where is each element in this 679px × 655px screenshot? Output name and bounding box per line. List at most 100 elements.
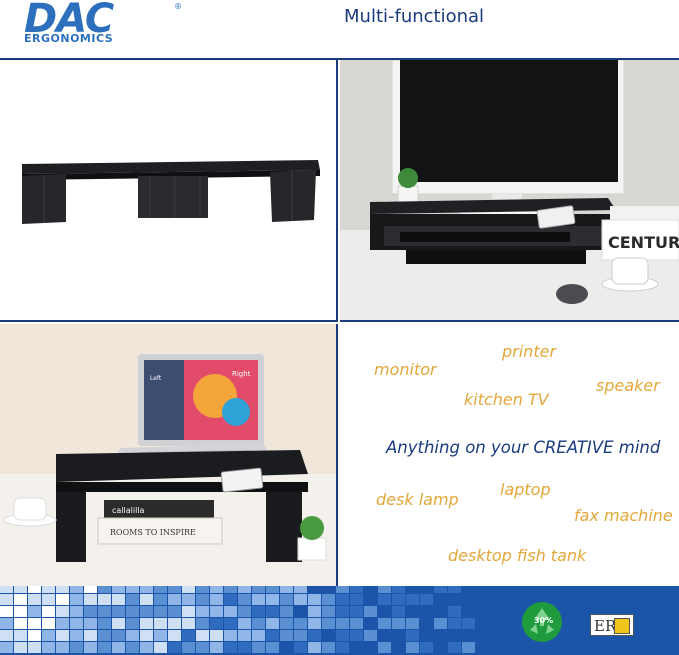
use-item-speaker: speaker: [596, 376, 660, 395]
mosaic-tile: [224, 642, 237, 653]
mosaic-tile: [266, 606, 279, 617]
recycle-percent: 30%: [534, 616, 554, 625]
mosaic-tile: [378, 642, 391, 653]
mosaic-tile: [70, 606, 83, 617]
mosaic-tile: [56, 618, 69, 629]
laptop-left-text: Left: [150, 375, 162, 382]
mosaic-tile: [252, 594, 265, 605]
brand-tagline: ERGONOMICS: [24, 32, 114, 45]
mosaic-tile: [154, 606, 167, 617]
mosaic-tile: [252, 618, 265, 629]
mosaic-tile: [308, 618, 321, 629]
pixel-mosaic-pattern: [0, 586, 475, 653]
mosaic-tile: [154, 618, 167, 629]
mosaic-tile: [126, 586, 139, 593]
laptop-setup-image: Left Right callalilla ROOMS TO INSPIRE: [0, 324, 336, 586]
footer-banner: 30% ERG: [0, 586, 679, 655]
mosaic-tile: [280, 630, 293, 641]
mosaic-tile: [70, 630, 83, 641]
book-spine-text: CENTURY: [608, 233, 679, 252]
mosaic-tile: [210, 630, 223, 641]
brand-logo: DAC ERGONOMICS ®: [24, 0, 184, 50]
checkmark-icon: [614, 618, 630, 634]
mosaic-tile: [462, 642, 475, 653]
mosaic-tile: [280, 606, 293, 617]
mosaic-tile: [112, 594, 125, 605]
mosaic-tile: [378, 586, 391, 593]
mosaic-tile: [322, 642, 335, 653]
mosaic-tile: [434, 586, 447, 593]
mosaic-tile: [28, 630, 41, 641]
mosaic-tile: [168, 594, 181, 605]
mosaic-tile: [350, 618, 363, 629]
mosaic-tile: [196, 594, 209, 605]
mosaic-tile: [168, 606, 181, 617]
mosaic-tile: [28, 606, 41, 617]
mosaic-tile: [42, 606, 55, 617]
mosaic-tile: [336, 586, 349, 593]
mosaic-tile: [294, 586, 307, 593]
mosaic-tile: [140, 642, 153, 653]
mosaic-tile: [112, 630, 125, 641]
mosaic-tile: [42, 618, 55, 629]
mosaic-tile: [266, 594, 279, 605]
use-item-monitor: monitor: [374, 360, 437, 379]
mosaic-tile: [98, 586, 111, 593]
mosaic-tile: [14, 642, 27, 653]
mosaic-tile: [364, 630, 377, 641]
mosaic-tile: [294, 618, 307, 629]
use-item-kitchen-tv: kitchen TV: [464, 390, 549, 409]
product-photo-monitor: CENTURY: [340, 60, 679, 322]
laptop-right-text: Right: [232, 370, 251, 378]
mosaic-tile: [70, 618, 83, 629]
mosaic-tile: [224, 618, 237, 629]
mosaic-tile: [462, 618, 475, 629]
mosaic-tile: [0, 586, 13, 593]
mosaic-tile: [210, 618, 223, 629]
product-photo-standalone: [0, 60, 338, 322]
mosaic-tile: [280, 618, 293, 629]
mosaic-tile: [84, 630, 97, 641]
mosaic-tile: [14, 606, 27, 617]
mosaic-tile: [182, 606, 195, 617]
mosaic-tile: [56, 606, 69, 617]
mosaic-tile: [406, 642, 419, 653]
mosaic-tile: [392, 618, 405, 629]
mosaic-tile: [168, 618, 181, 629]
header: DAC ERGONOMICS ® Multi-functional: [0, 0, 679, 60]
mosaic-tile: [280, 586, 293, 593]
monitor-setup-image: CENTURY: [340, 60, 679, 320]
mosaic-tile: [28, 642, 41, 653]
mosaic-tile: [252, 642, 265, 653]
mosaic-tile: [42, 586, 55, 593]
mosaic-tile: [112, 618, 125, 629]
registered-mark: ®: [174, 2, 182, 11]
mosaic-tile: [98, 630, 111, 641]
mosaic-tile: [112, 642, 125, 653]
mosaic-tile: [210, 642, 223, 653]
mosaic-tile: [294, 642, 307, 653]
mosaic-tile: [406, 618, 419, 629]
mosaic-tile: [154, 586, 167, 593]
mosaic-tile: [140, 594, 153, 605]
mosaic-tile: [392, 594, 405, 605]
mosaic-tile: [84, 594, 97, 605]
mosaic-tile: [252, 606, 265, 617]
mosaic-tile: [210, 594, 223, 605]
use-item-desktop-fish-tank: desktop fish tank: [448, 546, 587, 565]
mosaic-tile: [280, 594, 293, 605]
product-photo-laptop: Left Right callalilla ROOMS TO INSPIRE: [0, 324, 338, 586]
mosaic-tile: [56, 630, 69, 641]
mosaic-tile: [196, 630, 209, 641]
mosaic-tile: [182, 630, 195, 641]
mosaic-tile: [168, 642, 181, 653]
mosaic-tile: [266, 630, 279, 641]
mosaic-tile: [14, 618, 27, 629]
mosaic-tile: [238, 630, 251, 641]
mosaic-tile: [448, 642, 461, 653]
mosaic-tile: [14, 594, 27, 605]
mosaic-tile: [42, 630, 55, 641]
mosaic-tile: [140, 630, 153, 641]
mosaic-tile: [70, 642, 83, 653]
mosaic-tile: [378, 618, 391, 629]
